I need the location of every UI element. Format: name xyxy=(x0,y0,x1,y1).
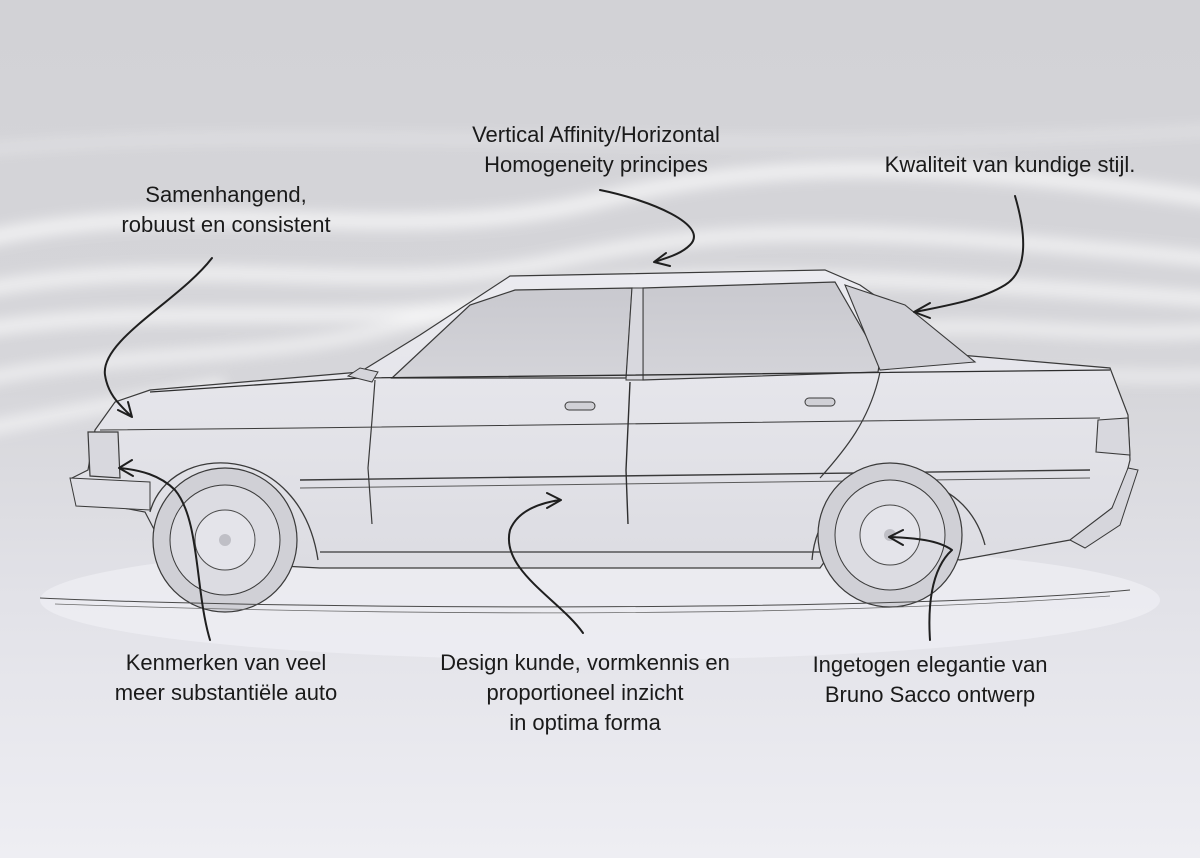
label-design-kunde-line3: in optima forma xyxy=(509,710,661,735)
arrow-design-kunde xyxy=(507,499,584,634)
arrow-kenmerken xyxy=(119,467,211,641)
label-design-kunde-line1: Design kunde, vormkennis en xyxy=(440,650,730,675)
arrowhead-ingetogen xyxy=(888,529,904,546)
label-vertical-affinity-line1: Vertical Affinity/Horizontal xyxy=(472,122,720,147)
label-vertical-affinity-line2: Homogeneity principes xyxy=(484,152,708,177)
label-samenhangend-line2: robuust en consistent xyxy=(121,212,331,237)
car xyxy=(39,269,1139,614)
label-ingetogen: Ingetogen elegantie van Bruno Sacco ontw… xyxy=(785,650,1075,710)
label-samenhangend: Samenhangend, robuust en consistent xyxy=(96,180,356,240)
label-kenmerken: Kenmerken van veel meer substantiële aut… xyxy=(96,648,356,708)
label-kenmerken-line2: meer substantiële auto xyxy=(114,680,338,705)
arrowhead-kwaliteit xyxy=(913,302,931,319)
arrow-kwaliteit xyxy=(914,195,1025,313)
arrowhead-samenhangend xyxy=(117,401,133,418)
arrow-ingetogen xyxy=(889,536,953,641)
label-design-kunde-line2: proportioneel inzicht xyxy=(486,680,684,705)
rear-wheel xyxy=(817,462,963,608)
label-vertical-affinity: Vertical Affinity/Horizontal Homogeneity… xyxy=(446,120,746,180)
arrowhead-kenmerken xyxy=(118,459,134,477)
label-ingetogen-line2: Bruno Sacco ontwerp xyxy=(824,682,1036,707)
annotation-arrows xyxy=(103,189,1025,641)
arrowhead-vertical-affinity xyxy=(653,252,671,267)
label-kenmerken-line1: Kenmerken van veel xyxy=(125,650,327,675)
arrowhead-design-kunde xyxy=(546,492,562,509)
label-kwaliteit: Kwaliteit van kundige stijl. xyxy=(860,150,1160,180)
label-design-kunde: Design kunde, vormkennis en proportionee… xyxy=(420,648,750,738)
label-samenhangend-line1: Samenhangend, xyxy=(145,182,307,207)
label-ingetogen-line1: Ingetogen elegantie van xyxy=(812,652,1048,677)
arrow-vertical-affinity xyxy=(599,189,695,263)
label-kwaliteit-line1: Kwaliteit van kundige stijl. xyxy=(884,152,1136,177)
arrow-samenhangend xyxy=(103,257,213,416)
